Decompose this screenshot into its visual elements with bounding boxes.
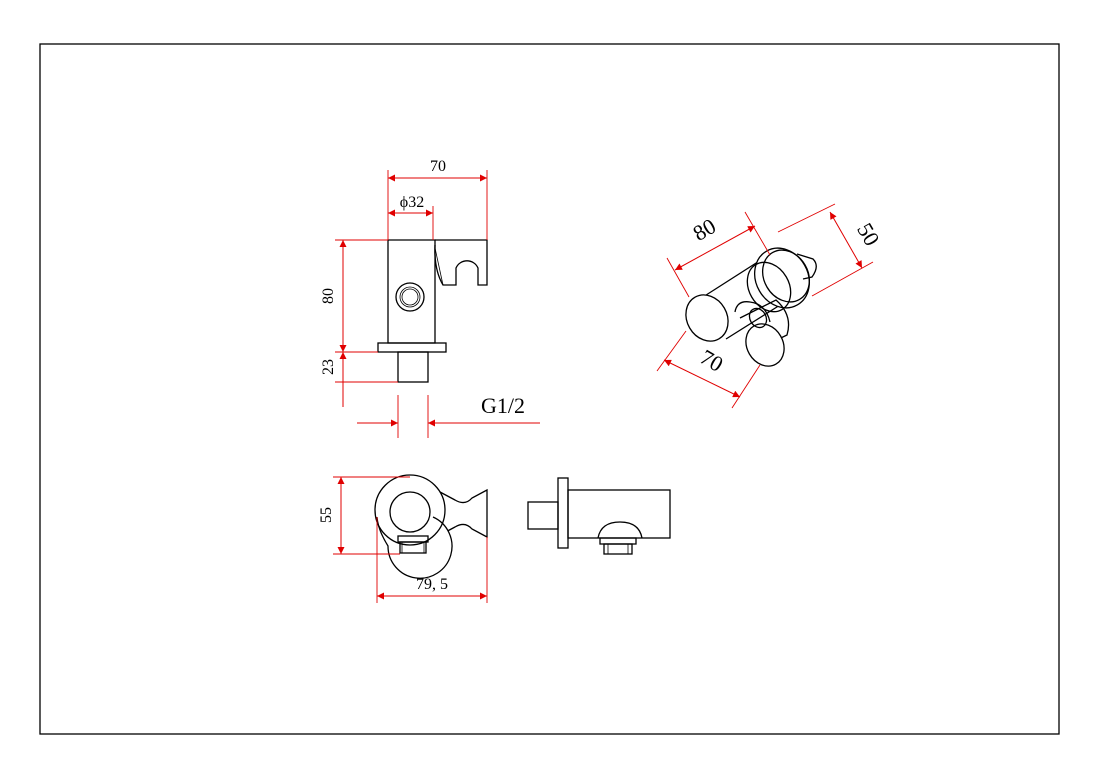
iso-depth-label: 50	[852, 218, 885, 250]
front-diameter-label: ϕ32	[400, 194, 424, 211]
thread-label: G1/2	[481, 393, 525, 418]
isometric-view	[685, 247, 817, 367]
drawing-frame	[39, 43, 1060, 735]
top-view	[374, 474, 488, 579]
front-width-label: 70	[430, 158, 446, 175]
front-view	[377, 239, 488, 383]
iso-width-label: 70	[696, 344, 728, 377]
side-view	[527, 477, 671, 555]
iso-length-label: 80	[688, 213, 720, 246]
top-depth-label: 55	[318, 507, 335, 523]
top-dimensions: 55 79, 5	[318, 476, 488, 603]
front-dimensions: 70 ϕ32 80 23 G1/2	[320, 158, 540, 438]
top-width-label: 79, 5	[416, 576, 448, 593]
front-height-label: 80	[320, 288, 337, 304]
front-base-label: 23	[320, 359, 337, 375]
